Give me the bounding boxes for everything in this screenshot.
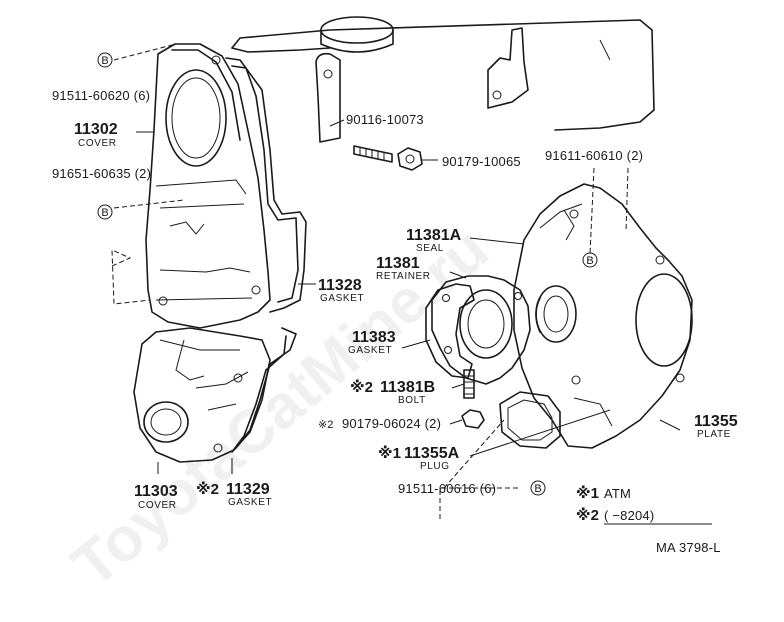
label-91611-60610: 91611-60610 (2): [545, 148, 643, 163]
timing-chain-plate: [513, 183, 693, 449]
label-11381: 11381: [376, 255, 420, 272]
label-11302-name: COVER: [78, 138, 117, 149]
leader-lines: [111, 43, 681, 520]
label-11329: 11329: [226, 481, 270, 498]
retainer-gasket: [425, 283, 475, 379]
label-11381B: 11381B: [380, 379, 435, 396]
label-90116-10073: 90116-10073: [346, 112, 424, 127]
label-11381B-name: BOLT: [398, 395, 426, 406]
label-11329-name: GASKET: [228, 497, 272, 508]
label-11381A: 11381A: [406, 227, 462, 244]
crankshaft-oil-seal: [535, 285, 577, 343]
svg-text:ATM: ATM: [604, 486, 631, 501]
label-11381A-name: SEAL: [416, 243, 444, 254]
engine-block-outline: [231, 16, 655, 143]
label-11328-name: GASKET: [320, 293, 364, 304]
callout-b-2: B: [97, 204, 113, 220]
label-91511-60620: 91511-60620 (6): [52, 88, 150, 103]
svg-text:B: B: [101, 55, 108, 67]
diagram-code: MA 3798-L: [656, 540, 721, 555]
label-11328: 11328: [318, 277, 362, 294]
plate-plug: [499, 391, 561, 449]
label-91651-60635: 91651-60635 (2): [52, 166, 151, 181]
label-11355A: 11355A: [404, 445, 460, 462]
mark-11381B: ※2: [350, 378, 373, 396]
note-2: ※2 ( −8204): [576, 506, 712, 525]
svg-text:B: B: [586, 255, 593, 267]
label-11302: 11302: [74, 121, 118, 138]
label-91511-60616: 91511-60616 (6): [398, 481, 496, 496]
label-11303: 11303: [134, 483, 178, 500]
label-90179-06024: 90179-06024 (2): [342, 416, 441, 431]
label-11355A-name: PLUG: [420, 461, 450, 472]
label-11355: 11355: [694, 413, 738, 430]
oil-seal-retainer: [431, 275, 531, 385]
stud-bolt: [353, 145, 393, 163]
lower-cover-gasket: [231, 327, 297, 453]
hex-nut-small: [461, 409, 485, 429]
upper-timing-cover: [145, 43, 271, 329]
mark-90179-06024: ※2: [318, 419, 333, 431]
svg-text:B: B: [101, 207, 108, 219]
label-90179-10065: 90179-10065: [442, 154, 521, 169]
mark-11355A: ※1: [378, 444, 401, 462]
label-11383: 11383: [352, 329, 396, 346]
label-11383-name: GASKET: [348, 345, 392, 356]
mark-11329: ※2: [196, 480, 219, 498]
label-11303-name: COVER: [138, 500, 177, 511]
callout-b-4: B: [530, 480, 546, 496]
svg-text:B: B: [534, 483, 541, 495]
callout-b-3: B: [582, 252, 598, 268]
callout-b-1: B: [97, 52, 113, 68]
svg-text:※1: ※1: [576, 484, 599, 502]
note-1: ※1 ATM: [576, 484, 631, 502]
lower-timing-cover: [133, 327, 271, 463]
svg-text:( −8204): ( −8204): [604, 508, 654, 523]
hex-nut-large: [397, 147, 423, 171]
label-11381-name: RETAINER: [376, 271, 431, 282]
label-11355-name: PLATE: [697, 429, 731, 440]
watermark: ToyotaCatMine.ru: [60, 214, 502, 600]
svg-text:※2: ※2: [576, 506, 599, 524]
upper-cover-gasket: [225, 57, 307, 313]
